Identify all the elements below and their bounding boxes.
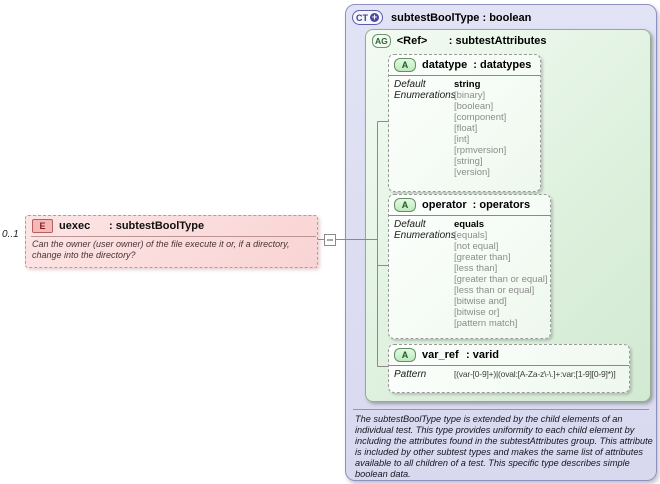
collapse-handle[interactable] bbox=[324, 234, 336, 246]
footer-divider bbox=[353, 409, 649, 410]
facet-values: [(var-[0-9]+)|(oval:[A-Za-z\-\.]+:var:[1… bbox=[454, 369, 616, 380]
attribute-datatype-header: A datatype : datatypes bbox=[389, 55, 540, 76]
default-label: Default bbox=[394, 79, 426, 90]
enum-value: [binary] bbox=[454, 90, 486, 101]
attribute-name: var_ref bbox=[422, 349, 459, 361]
element-annotation: Can the owner (user owner) of the file e… bbox=[32, 239, 290, 260]
attribute-group-type: : subtestAttributes bbox=[448, 35, 547, 47]
element-name: uexec bbox=[59, 220, 91, 232]
enum-value: [less than or equal] bbox=[454, 285, 535, 296]
attribute-type: : varid bbox=[466, 349, 500, 361]
enumerations-label: Enumerations bbox=[394, 90, 456, 101]
attribute-operator-header: A operator : operators bbox=[389, 195, 550, 216]
attribute-datatype-facets: Default Enumerations string [binary] [bo… bbox=[389, 76, 540, 178]
complex-type-header: CT + subtestBoolType : boolean bbox=[352, 10, 531, 25]
attribute-operator-box[interactable]: A operator : operators Default Enumerati… bbox=[388, 194, 551, 339]
attribute-datatype-box[interactable]: A datatype : datatypes Default Enumerati… bbox=[388, 54, 541, 192]
attribute-type: : datatypes bbox=[473, 59, 532, 71]
default-value: string bbox=[454, 79, 481, 90]
pattern-value: [(var-[0-9]+)|(oval:[A-Za-z\-\.]+:var:[1… bbox=[454, 369, 616, 379]
enum-value: [int] bbox=[454, 134, 470, 145]
enum-value: [less than] bbox=[454, 263, 498, 274]
enum-value: [pattern match] bbox=[454, 318, 518, 329]
pattern-label: Pattern bbox=[394, 369, 427, 380]
attribute-name: datatype bbox=[422, 59, 468, 71]
attribute-name: operator bbox=[422, 199, 467, 211]
enum-value: [bitwise and] bbox=[454, 296, 507, 307]
element-header: E uexec : subtestBoolType bbox=[26, 216, 317, 233]
facet-values: equals [equals] [not equal] [greater tha… bbox=[454, 219, 547, 329]
attribute-badge: A bbox=[394, 348, 416, 362]
attribute-group-box[interactable]: AG <Ref> : subtestAttributes A datatype … bbox=[365, 29, 651, 402]
attribute-badge: A bbox=[394, 198, 416, 212]
default-value: equals bbox=[454, 219, 485, 230]
type-documentation: The subtestBoolType type is extended by … bbox=[355, 414, 653, 479]
attribute-group-badge: AG bbox=[372, 34, 391, 48]
attribute-type: : operators bbox=[472, 199, 531, 211]
facet-labels: Default Enumerations bbox=[394, 219, 456, 329]
enum-value: [not equal] bbox=[454, 241, 499, 252]
attribute-group-ref: <Ref> bbox=[396, 35, 428, 47]
enum-value: [string] bbox=[454, 156, 483, 167]
enum-value: [version] bbox=[454, 167, 490, 178]
complex-type-badge: CT + bbox=[352, 10, 383, 25]
facet-labels: Pattern bbox=[394, 369, 454, 380]
attribute-group-header: AG <Ref> : subtestAttributes bbox=[372, 34, 547, 48]
enum-value: [greater than or equal] bbox=[454, 274, 548, 285]
enum-value: [component] bbox=[454, 112, 507, 123]
complex-type-box: CT + subtestBoolType : boolean AG <Ref> … bbox=[345, 4, 657, 481]
enumerations-label: Enumerations bbox=[394, 230, 456, 241]
complex-type-badge-label: CT bbox=[356, 12, 368, 23]
attribute-var-ref-facets: Pattern [(var-[0-9]+)|(oval:[A-Za-z\-\.]… bbox=[389, 366, 629, 380]
attribute-badge: A bbox=[394, 58, 416, 72]
attribute-operator-facets: Default Enumerations equals [equals] [no… bbox=[389, 216, 550, 329]
enum-value: [rpmversion] bbox=[454, 145, 507, 156]
attribute-var-ref-box[interactable]: A var_ref : varid Pattern [(var-[0-9]+)|… bbox=[388, 344, 630, 393]
enum-value: [boolean] bbox=[454, 101, 494, 112]
facet-values: string [binary] [boolean] [component] [f… bbox=[454, 79, 506, 178]
enum-value: [bitwise or] bbox=[454, 307, 500, 318]
enum-value: [equals] bbox=[454, 230, 488, 241]
expand-plus-icon[interactable]: + bbox=[370, 12, 379, 22]
enum-value: [greater than] bbox=[454, 252, 511, 263]
element-divider bbox=[31, 236, 316, 237]
default-label: Default bbox=[394, 219, 426, 230]
facet-labels: Default Enumerations bbox=[394, 79, 456, 178]
complex-type-title: subtestBoolType : boolean bbox=[391, 11, 532, 24]
attribute-var-ref-header: A var_ref : varid bbox=[389, 345, 629, 366]
element-badge: E bbox=[32, 219, 53, 233]
element-type: : subtestBoolType bbox=[109, 220, 205, 232]
element-uexec-box[interactable]: E uexec : subtestBoolType Can the owner … bbox=[25, 215, 318, 268]
enum-value: [float] bbox=[454, 123, 478, 134]
cardinality-label: 0..1 bbox=[2, 229, 19, 240]
